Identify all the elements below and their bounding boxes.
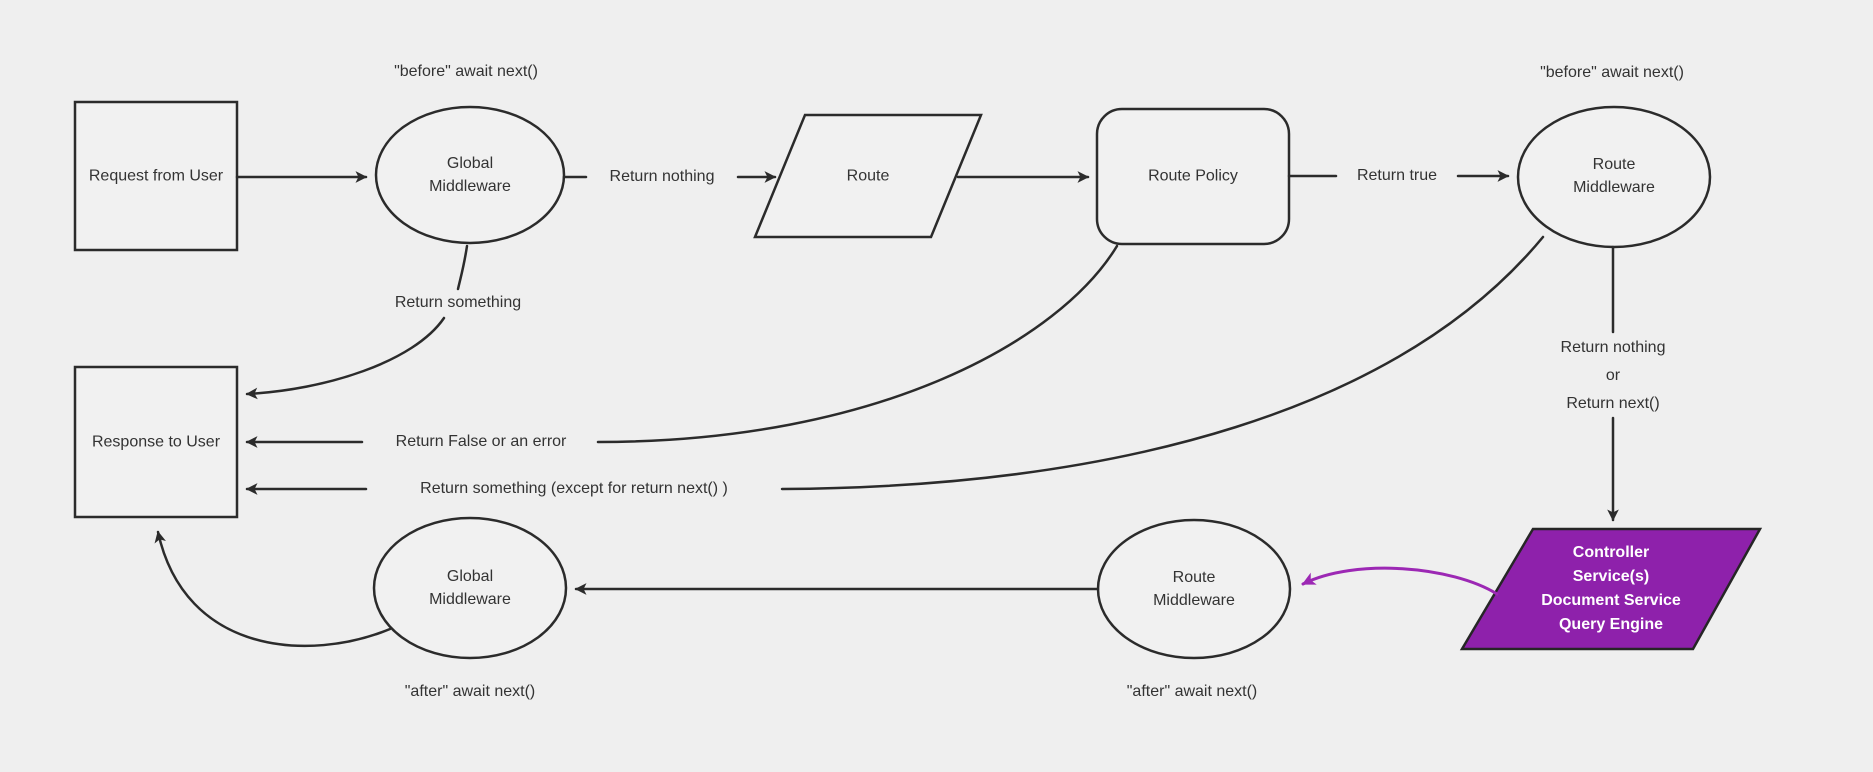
controller-line-3: Document Service	[1541, 592, 1681, 609]
controller-line-4: Query Engine	[1558, 616, 1664, 633]
edge-return-something-tail	[456, 244, 469, 291]
edge-route-policy-return-false-curve	[596, 244, 1119, 444]
node-shape-global-middleware-bottom	[372, 516, 568, 660]
label-return-false-or-error: Return False or an error	[395, 433, 567, 450]
node-shape-controller	[1459, 527, 1763, 651]
node-label-request: Request from User	[88, 167, 224, 185]
label-return-something: Return something	[394, 294, 522, 311]
node-label-global-middleware-bottom: Global Middleware	[429, 568, 511, 608]
label-return-nothing: Return nothing	[609, 168, 715, 185]
edge-global-middleware-bottom-to-response	[154, 530, 392, 648]
label-before-await-left: "before" await next()	[394, 63, 538, 80]
edge-route-middleware-return-something-curve	[780, 235, 1545, 491]
node-label-response: Response to User	[91, 433, 221, 451]
label-after-await-right: "after" await next()	[1126, 683, 1258, 700]
node-label-route-middleware-bottom: Route Middleware	[1153, 569, 1235, 609]
node-label-route-middleware-top: Route Middleware	[1573, 156, 1655, 196]
node-shape-global-middleware-top	[374, 105, 566, 245]
label-return-nothing-or-next: Return nothing or Return next()	[1561, 334, 1666, 418]
label-before-await-right: "before" await next()	[1540, 64, 1684, 81]
edge-return-something-to-response	[245, 316, 446, 400]
node-shape-request	[73, 100, 239, 252]
return-nothing-or-line-2: or	[1605, 367, 1621, 384]
return-nothing-or-line-3: Return next()	[1566, 395, 1660, 412]
node-label-route: Route	[846, 167, 890, 185]
controller-line-2: Service(s)	[1572, 568, 1650, 585]
node-label-global-middleware-top: Global Middleware	[429, 155, 511, 195]
label-return-something-except: Return something (except for return next…	[420, 480, 728, 497]
return-nothing-or-line-1: Return nothing	[1560, 339, 1666, 356]
controller-line-1: Controller	[1572, 544, 1650, 561]
label-return-true: Return true	[1356, 167, 1438, 184]
node-shape-route	[753, 113, 983, 239]
label-after-await-left: "after" await next()	[404, 683, 536, 700]
node-shape-response	[73, 365, 239, 519]
node-label-route-policy: Route Policy	[1148, 167, 1238, 185]
edge-controller-to-route-middleware-bottom	[1301, 566, 1499, 596]
node-label-controller: Controller Service(s) Document Service Q…	[1541, 541, 1681, 637]
